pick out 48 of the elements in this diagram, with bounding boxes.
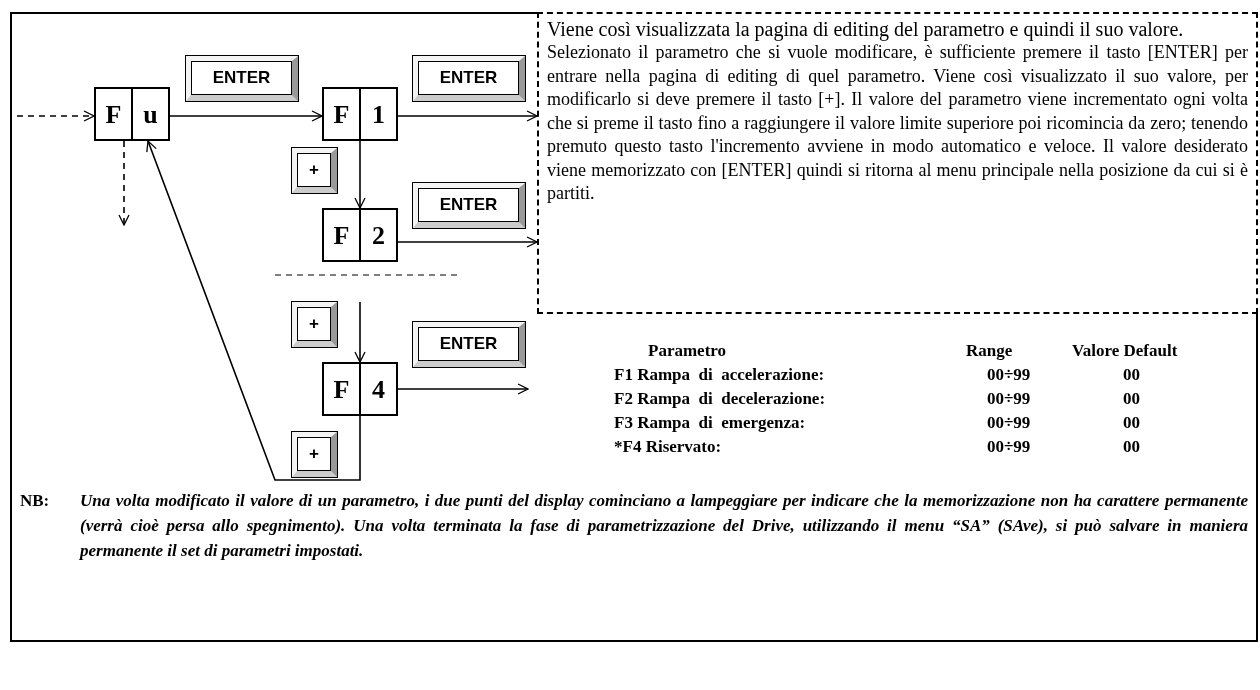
plus-key: +	[292, 302, 337, 347]
arrow	[397, 236, 538, 248]
display-character: F	[332, 98, 351, 131]
display-box	[322, 87, 398, 141]
table-cell-text: 00÷99	[987, 388, 1031, 410]
table-cell-text: 00	[1123, 412, 1140, 434]
arrow	[397, 110, 538, 122]
display-character: 1	[359, 89, 396, 139]
display-character: 2	[359, 210, 396, 260]
table-header: Valore Default	[1072, 340, 1178, 362]
display-box	[322, 362, 398, 416]
enter-key: ENTER	[186, 56, 298, 101]
plus-key: +	[292, 432, 337, 477]
note-box	[537, 12, 1258, 314]
arrow	[16, 110, 95, 122]
display-character: 4	[359, 364, 396, 414]
table-cell-text: *F4 Riservato:	[614, 436, 722, 458]
table-header: Range	[966, 340, 1013, 362]
arrow	[354, 140, 366, 209]
table-header: Parametro	[648, 340, 727, 362]
note-text: Una volta modificato il valore di un parametro, i due punti del display cominciano a lampeggiare per indicare che la memorizzazione non ha carattere permanente (verrà cioè persa allo spegnimento). Una volta terminata la fase di parametrizzazione del Drive, utilizzando il menu “SA” (SAve), si può salvare in maniera permanente il set di parametri impostati.	[80, 490, 1248, 562]
table-cell-text: F3 Rampa di emergenza:	[614, 412, 806, 434]
enter-key: ENTER	[413, 322, 525, 367]
display-character: F	[104, 98, 123, 131]
plus-key: +	[292, 148, 337, 193]
enter-key: ENTER	[413, 183, 525, 228]
arrow	[354, 301, 366, 363]
display-character: F	[332, 219, 351, 252]
table-cell-text: 00÷99	[987, 436, 1031, 458]
arrow	[146, 140, 361, 481]
table-cell-text: F1 Rampa di accelerazione:	[614, 364, 825, 386]
table-cell-text: 00	[1123, 364, 1140, 386]
table-cell-text: 00÷99	[987, 412, 1031, 434]
arrow	[169, 110, 323, 122]
arrow	[118, 140, 130, 226]
display-box	[322, 208, 398, 262]
note-paragraph: Viene così visualizzata la pagina di editing del parametro e quindi il suo valore.	[547, 18, 1185, 41]
note-label: NB:	[20, 490, 50, 512]
note-paragraph: Selezionato il parametro che si vuole modificare, è sufficiente premere il tasto [ENTER] per entrare nella pagina di editing di quel parametro. Viene così visualizzato il suo valore, per modificarlo si deve premere il tasto [+]. Il valore del parametro viene incrementato ogni volta che si preme il tasto fino a raggiungere il valore limite superiore poi ricomincia da zero; tenendo premuto questo tasto l'incremento avviene in modo automatico e veloce. Il valore desiderato viene memorizzato con [ENTER] quindi si ritorna al menu principale nella posizione da cui si è partiti.	[547, 41, 1248, 205]
display-character: F	[332, 373, 351, 406]
table-cell-text: 00÷99	[987, 364, 1031, 386]
display-character: u	[131, 89, 168, 139]
table-cell-text: 00	[1123, 436, 1140, 458]
table-cell-text: 00	[1123, 388, 1140, 410]
display-box	[94, 87, 170, 141]
arrow	[397, 383, 529, 395]
table-cell-text: F2 Rampa di decelerazione:	[614, 388, 826, 410]
enter-key: ENTER	[413, 56, 525, 101]
